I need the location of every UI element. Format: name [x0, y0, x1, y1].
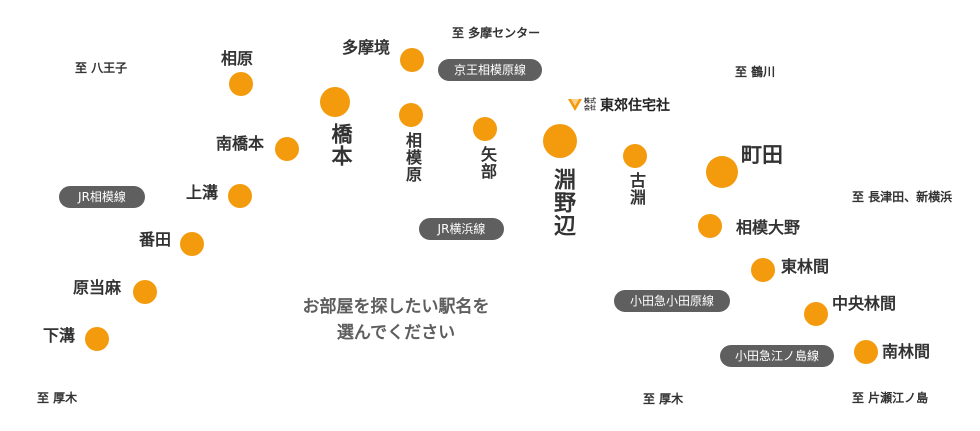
station-label-banda[interactable]: 番田	[139, 230, 172, 249]
station-label-fuchinobe[interactable]: 淵野辺	[550, 168, 575, 237]
station-dot-minamihashimoto[interactable]	[275, 137, 299, 161]
prompt-line-1: お部屋を探したい駅名を	[302, 297, 490, 317]
station-label-sagamihara[interactable]: 相模原	[403, 132, 422, 183]
station-label-sagamiono[interactable]: 相模大野	[736, 218, 801, 237]
station-dot-banda[interactable]	[180, 232, 204, 256]
station-label-aihara[interactable]: 相原	[221, 49, 254, 68]
station-dot-harataima[interactable]	[133, 280, 157, 304]
line-badge-keio-sagamihara: 京王相模原線	[438, 59, 542, 81]
station-dot-sagamiono[interactable]	[698, 214, 722, 238]
station-label-tamasakai[interactable]: 多摩境	[342, 38, 391, 57]
station-dot-shimomizo[interactable]	[85, 327, 109, 351]
prompt-line-2: 選んでください	[336, 323, 456, 343]
company-logo: 株式会社 東郊住宅社	[568, 95, 670, 115]
station-dot-machida[interactable]	[706, 156, 738, 188]
line-badge-odakyu-enoshima: 小田急江ノ島線	[720, 345, 834, 367]
destination-nagatsuta: 至 長津田、新横浜	[852, 190, 953, 204]
station-label-chuorinkan[interactable]: 中央林間	[832, 294, 897, 313]
station-label-minamihashimoto[interactable]: 南橋本	[216, 134, 265, 153]
station-dot-aihara[interactable]	[229, 72, 253, 96]
station-dot-higashirinkan[interactable]	[751, 258, 775, 282]
logo-mark-icon	[568, 99, 582, 111]
line-badge-jr-yokohama: JR横浜線	[419, 218, 504, 240]
station-label-shimomizo[interactable]: 下溝	[43, 326, 76, 345]
destination-katase-enoshima: 至 片瀬江ノ島	[852, 391, 929, 405]
station-label-higashirinkan[interactable]: 東林間	[781, 257, 830, 276]
destination-atsugi-right: 至 厚木	[643, 392, 684, 406]
station-label-minamirinkan[interactable]: 南林間	[882, 342, 931, 361]
station-dot-tamasakai[interactable]	[400, 48, 424, 72]
station-dot-fuchinobe[interactable]	[543, 124, 577, 158]
station-dot-hashimoto[interactable]	[320, 87, 350, 117]
destination-hachioji: 至 八王子	[75, 61, 128, 75]
station-dot-minamirinkan[interactable]	[854, 340, 878, 364]
logo-small-text: 株式会社	[584, 98, 597, 112]
destination-tama-center: 至 多摩センター	[452, 26, 541, 40]
station-dot-chuorinkan[interactable]	[804, 302, 828, 326]
station-label-kobuchi[interactable]: 古淵	[627, 172, 646, 206]
station-label-yabe[interactable]: 矢部	[478, 146, 497, 180]
station-dot-kobuchi[interactable]	[623, 144, 647, 168]
station-label-harataima[interactable]: 原当麻	[73, 278, 122, 297]
logo-name: 東郊住宅社	[600, 98, 670, 114]
destination-tsurukawa: 至 鶴川	[735, 65, 776, 79]
line-badge-jr-sagami: JR相模線	[59, 186, 145, 208]
station-dot-yabe[interactable]	[473, 117, 497, 141]
station-label-kamimizo[interactable]: 上溝	[186, 183, 219, 202]
station-label-hashimoto[interactable]: 橋本	[329, 123, 353, 167]
station-dot-kamimizo[interactable]	[228, 184, 252, 208]
destination-atsugi-left: 至 厚木	[37, 391, 78, 405]
line-badge-odakyu-odawara: 小田急小田原線	[614, 290, 730, 312]
selection-prompt: お部屋を探したい駅名を 選んでください	[264, 294, 528, 346]
station-dot-sagamihara[interactable]	[399, 103, 423, 127]
station-label-machida[interactable]: 町田	[741, 143, 783, 167]
